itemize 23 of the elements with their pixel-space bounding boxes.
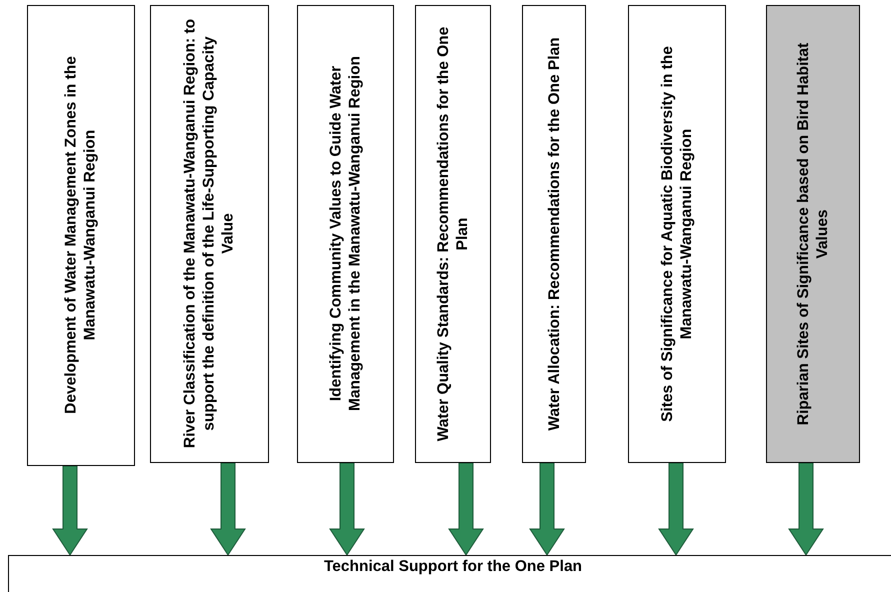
block-arrow bbox=[210, 462, 246, 556]
report-box bbox=[27, 5, 135, 466]
block-arrow bbox=[329, 462, 365, 556]
report-box bbox=[628, 5, 726, 463]
box-text: Riparian Sites of Significance based on Bird Habitat Values bbox=[794, 41, 832, 427]
box-text: Development of Water Management Zones in the Manawatu-Wanganui Region bbox=[62, 55, 100, 416]
target-box bbox=[8, 555, 891, 592]
block-arrow bbox=[658, 462, 694, 556]
box-text: Water Allocation: Recommendations for the One Plan bbox=[544, 36, 563, 432]
block-arrow bbox=[448, 462, 484, 556]
report-box bbox=[522, 5, 586, 463]
box-text: Identifying Community Values to Guide Water Management in the Manawatu-Wanganui Region bbox=[326, 54, 364, 414]
block-arrow bbox=[52, 466, 88, 556]
report-box bbox=[766, 5, 860, 463]
box-text: Technical Support for the One Plan bbox=[322, 558, 584, 576]
block-arrow bbox=[788, 462, 824, 556]
report-box bbox=[415, 5, 491, 463]
report-box bbox=[150, 5, 269, 463]
box-text: Sites of Significance for Aquatic Biodiversity in the Manawatu-Wanganui Region bbox=[658, 44, 696, 424]
box-text: Water Quality Standards: Recommendations for the One Plan bbox=[434, 25, 472, 444]
report-box bbox=[297, 5, 394, 463]
block-arrow bbox=[529, 462, 565, 556]
box-text: River Classification of the Manawatu-Wanganui Region: to support the definition of the Life-Supporting Capacity Value bbox=[180, 18, 238, 450]
